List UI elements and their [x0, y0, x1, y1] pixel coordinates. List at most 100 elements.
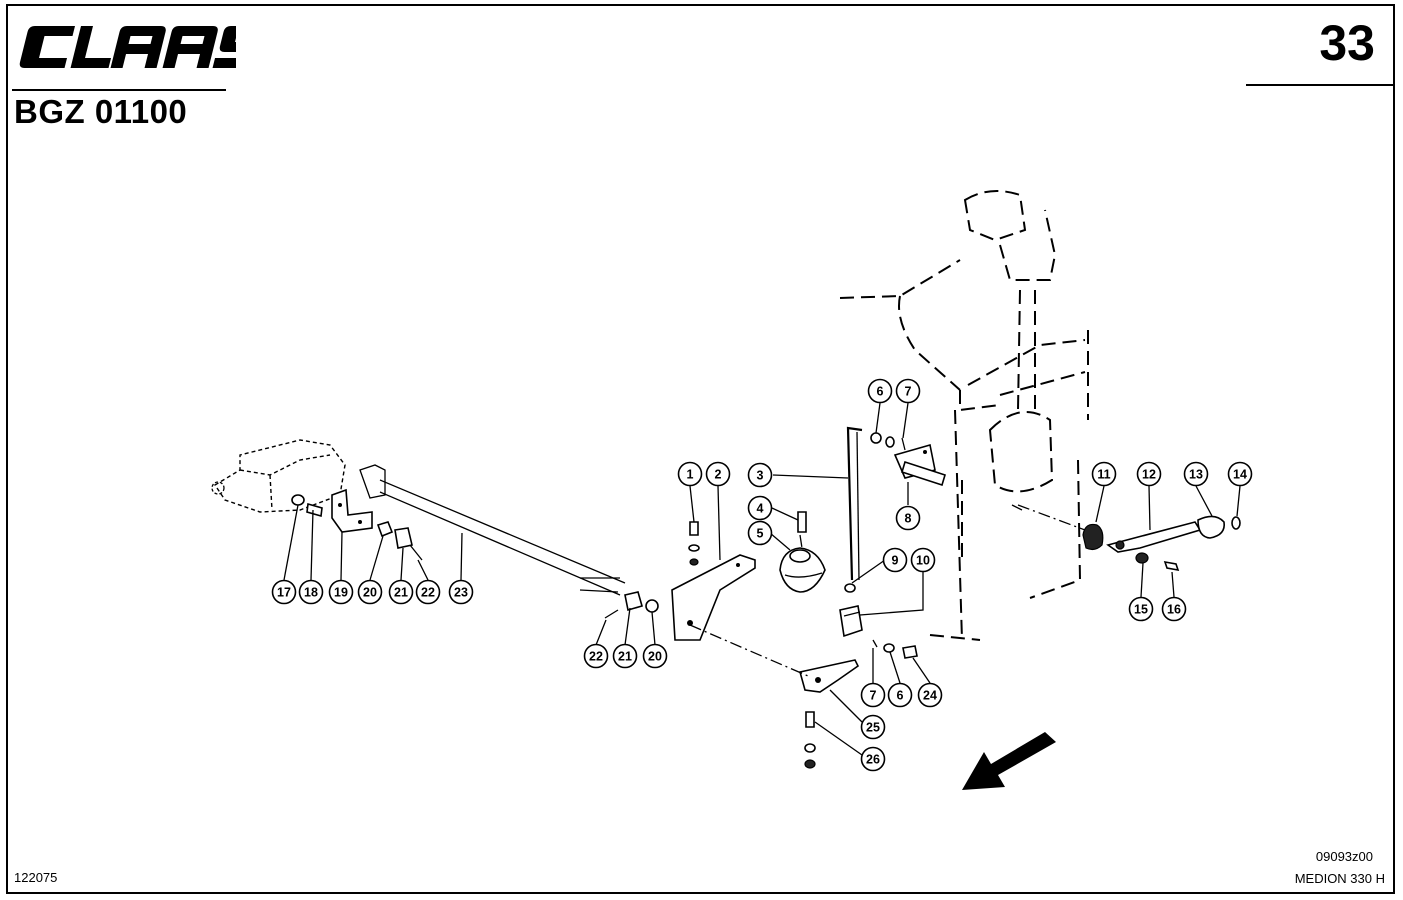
callout-22: 22	[415, 579, 441, 605]
bushing-20	[376, 521, 394, 538]
callout-17: 17	[271, 579, 297, 605]
screw-lever	[1011, 504, 1023, 511]
callout-7: 7	[895, 378, 921, 404]
callout-label: 3	[757, 469, 764, 483]
callout-label: 26	[866, 753, 880, 767]
callout-label: 13	[1189, 468, 1203, 482]
callout-3: 3	[747, 462, 773, 488]
callout-label: 9	[892, 554, 899, 568]
callout-label: 7	[905, 385, 912, 399]
callout-21: 21	[388, 579, 414, 605]
leader-lines	[283, 402, 1241, 756]
bushing-20b	[645, 599, 659, 613]
callout-label: 1	[687, 468, 694, 482]
washer-6c	[883, 643, 895, 653]
callout-label: 17	[277, 586, 291, 600]
centerline-lower	[689, 624, 809, 677]
boot-5	[779, 547, 826, 593]
machine-model: MEDION 330 H	[1294, 871, 1385, 886]
callout-label: 22	[589, 650, 603, 664]
bushing-21b	[624, 591, 643, 612]
drawing-reference: 122075	[14, 870, 58, 885]
pin-4	[797, 511, 807, 533]
bolt-16	[1163, 560, 1180, 572]
callout-24: 24	[917, 682, 943, 708]
callout-label: 2	[715, 468, 722, 482]
callout-label: 18	[304, 586, 318, 600]
callout-label: 5	[757, 527, 764, 541]
callout-label: 11	[1097, 468, 1110, 482]
callout-22: 22	[583, 643, 609, 669]
bolt-24	[902, 645, 918, 659]
callout-label: 20	[363, 586, 377, 600]
header-rule-right	[1246, 84, 1395, 86]
callout-label: 25	[866, 721, 880, 735]
pin-22	[409, 544, 423, 561]
bolt-1	[688, 521, 700, 566]
bolt-18	[306, 502, 323, 518]
callout-13: 13	[1183, 461, 1209, 487]
callout-label: 7	[870, 689, 877, 703]
bracket-2	[671, 554, 756, 641]
header-rule-left	[12, 89, 226, 91]
callout-20: 20	[357, 579, 383, 605]
washer-17	[291, 494, 305, 506]
ring-14	[1231, 516, 1241, 530]
callout-7: 7	[860, 682, 886, 708]
callout-6: 6	[887, 682, 913, 708]
callout-11: 11	[1091, 461, 1117, 487]
callout-20: 20	[642, 643, 668, 669]
callout-label: 6	[877, 385, 884, 399]
callout-label: 8	[905, 512, 912, 526]
callout-21: 21	[612, 643, 638, 669]
direction-arrow	[962, 732, 1056, 790]
rod-3	[846, 426, 863, 581]
page-number: 33	[1319, 15, 1375, 71]
callout-label: 22	[421, 586, 435, 600]
claas-logo	[19, 26, 236, 68]
callout-2: 2	[705, 461, 731, 487]
bolt-26	[804, 711, 816, 769]
clevis-10	[839, 583, 863, 638]
callout-label: 23	[454, 586, 468, 600]
lever-12	[1106, 521, 1202, 553]
callout-12: 12	[1136, 461, 1162, 487]
callout-18: 18	[298, 579, 324, 605]
callout-1: 1	[677, 461, 703, 487]
image-reference: 09093z00	[1315, 849, 1373, 864]
lever-25	[799, 659, 860, 693]
washer-6	[870, 432, 882, 444]
callout-6: 6	[867, 378, 893, 404]
control-valve	[211, 439, 346, 513]
pin-22b	[604, 609, 619, 619]
shaft-8	[893, 443, 946, 487]
callout-15: 15	[1128, 596, 1154, 622]
knob-13	[1197, 515, 1226, 539]
callout-label: 15	[1134, 603, 1148, 617]
cab-outline	[839, 190, 1089, 641]
nut-15	[1135, 552, 1149, 564]
callout-label: 24	[923, 689, 937, 703]
callout-9: 9	[882, 547, 908, 573]
callout-label: 12	[1142, 468, 1156, 482]
rod-23	[359, 464, 626, 596]
clip-7b	[872, 639, 878, 648]
callout-label: 4	[757, 502, 764, 516]
callout-label: 10	[916, 554, 930, 568]
callout-5: 5	[747, 520, 773, 546]
callout-10: 10	[910, 547, 936, 573]
callout-label: 16	[1167, 603, 1181, 617]
callout-4: 4	[747, 495, 773, 521]
clip-7	[901, 437, 906, 451]
callout-label: 21	[394, 586, 408, 600]
centerline-pin	[799, 534, 803, 549]
nut-11	[1082, 523, 1104, 551]
page-frame	[6, 4, 1395, 894]
callout-8: 8	[895, 505, 921, 531]
bracket-19	[331, 488, 373, 533]
washer-6b	[885, 436, 895, 448]
callout-25: 25	[860, 714, 886, 740]
bushing-21	[394, 527, 413, 549]
document-code: BGZ 01100	[14, 93, 188, 130]
